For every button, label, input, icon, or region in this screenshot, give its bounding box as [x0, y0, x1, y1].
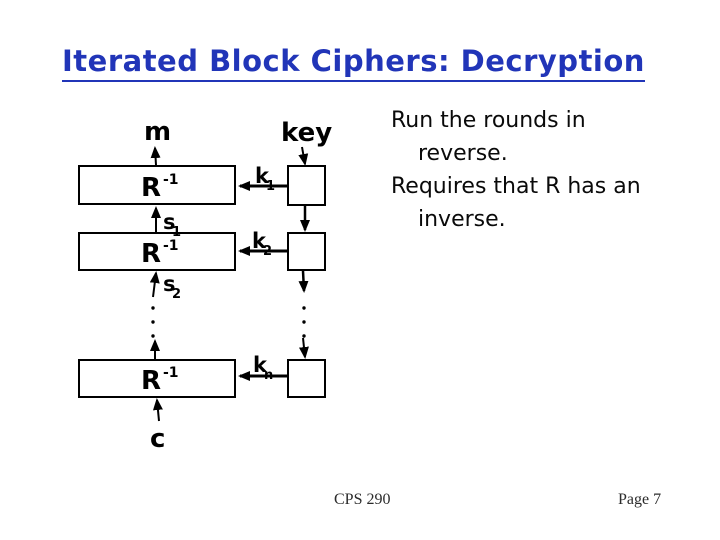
- ciphertext-label: c: [150, 424, 165, 454]
- key-label: key: [281, 118, 332, 148]
- round-label-2-sup: -1: [163, 238, 179, 254]
- key-box-2: [287, 232, 326, 271]
- arrow-key-in: [298, 146, 309, 166]
- round-key-label-n-sub: n: [264, 368, 273, 383]
- state-label-1: s: [163, 210, 176, 234]
- state-label-1-sub: 1: [172, 225, 181, 240]
- round-key-label-1-sub: 1: [266, 179, 275, 194]
- footer-course: CPS 290: [334, 491, 391, 508]
- arrow-dots-key-3: [298, 337, 309, 359]
- arrow-to-m: [150, 146, 161, 166]
- round-label-1-sup: -1: [163, 172, 179, 188]
- arrow-from-c: [152, 398, 163, 422]
- arrow-s2: [149, 271, 160, 298]
- round-key-label-1: k: [255, 164, 270, 188]
- ellipsis-right-dot: [302, 306, 306, 310]
- state-label-2-sub: 2: [172, 287, 181, 302]
- state-label-2: s: [163, 272, 176, 296]
- page-title: Iterated Block Ciphers: Decryption: [62, 44, 645, 82]
- round-label-2: R: [141, 239, 161, 269]
- key-box-3: [287, 359, 326, 398]
- round-label-3-sup: -1: [163, 365, 179, 381]
- round-box-2: [78, 232, 236, 271]
- notes-block: Run the rounds in reverse. Requires that…: [391, 104, 691, 236]
- ellipsis-left-dot: [151, 306, 155, 310]
- notes-line: Requires that R has an: [391, 174, 641, 199]
- ellipsis-left-dot: [151, 320, 155, 324]
- notes-line: inverse.: [418, 207, 506, 232]
- arrow-key-2-dots: [298, 270, 309, 293]
- round-box-1: [78, 165, 236, 205]
- round-label-3: R: [141, 366, 161, 396]
- ellipsis-right-dot: [302, 320, 306, 324]
- round-label-1: R: [141, 173, 161, 203]
- round-key-label-n: k: [253, 353, 268, 377]
- round-key-label-2: k: [252, 229, 267, 253]
- notes-line: Run the rounds in: [391, 108, 586, 133]
- notes-line: reverse.: [418, 141, 508, 166]
- message-label: m: [144, 117, 171, 147]
- key-box-1: [287, 165, 326, 206]
- round-key-label-2-sub: 2: [263, 244, 272, 259]
- ellipsis-right-dot: [302, 334, 306, 338]
- page-title-text: Iterated Block Ciphers: Decryption: [62, 44, 645, 82]
- footer-page-number: Page 7: [618, 491, 662, 508]
- round-box-3: [78, 359, 236, 398]
- ellipsis-left-dot: [151, 334, 155, 338]
